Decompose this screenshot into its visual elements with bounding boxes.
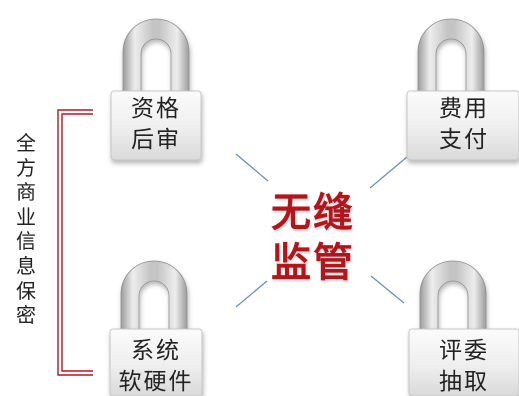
padlock-body <box>109 328 203 396</box>
padlock-body <box>110 90 202 161</box>
center-title: 无缝 监管 <box>258 188 368 288</box>
connector-bottom-right <box>370 275 405 304</box>
center-title-line: 监管 <box>271 239 355 286</box>
lock-bottom-right <box>408 260 519 396</box>
side-bracket <box>57 109 93 376</box>
lock-label-bottom-left: 系统 软硬件 <box>110 336 202 396</box>
lock-label-bottom-right: 评委 抽取 <box>424 336 504 396</box>
lock-label-line: 抽取 <box>439 369 489 395</box>
lock-label-line: 后审 <box>131 127 181 153</box>
lock-label-line: 资格 <box>131 96 181 122</box>
side-label: 全方商业信息保密 <box>16 131 36 328</box>
lock-label-line: 软硬件 <box>118 369 194 395</box>
lock-label-top-right: 费用 支付 <box>424 94 504 156</box>
connector-top-right <box>369 156 408 189</box>
padlock-shackle-icon <box>419 260 487 331</box>
padlock-shackle-icon <box>417 18 485 93</box>
padlock-shackle-icon <box>122 18 190 93</box>
lock-top-right <box>406 18 519 161</box>
connector-bottom-left <box>235 280 268 308</box>
connector-lines <box>235 153 408 308</box>
lock-label-top-left: 资格 后审 <box>111 94 201 156</box>
padlock-shackle-icon <box>120 260 188 331</box>
lock-top-left <box>110 18 202 161</box>
padlock-body <box>406 90 519 161</box>
lock-label-line: 系统 <box>131 338 181 364</box>
lock-label-line: 评委 <box>439 338 489 364</box>
lock-bottom-left <box>109 260 203 396</box>
center-title-line: 无缝 <box>271 189 355 236</box>
connector-top-left <box>235 153 269 182</box>
padlock-body <box>408 328 519 396</box>
lock-label-line: 支付 <box>439 127 489 153</box>
lock-label-line: 费用 <box>439 96 489 122</box>
